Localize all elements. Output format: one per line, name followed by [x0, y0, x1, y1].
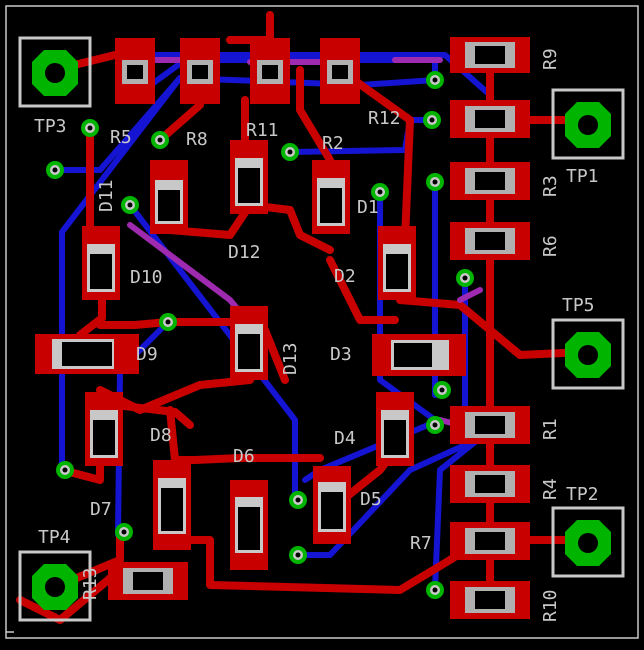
label-r6: R6 [540, 235, 561, 257]
label-r10: R10 [540, 589, 561, 622]
via [456, 269, 474, 287]
label-d13: D13 [280, 342, 301, 375]
label-tp4: TP4 [38, 527, 71, 548]
diode-d5 [313, 466, 351, 544]
via [121, 196, 139, 214]
label-r8: R8 [186, 129, 208, 150]
label-d6: D6 [233, 446, 255, 467]
test-point-tp1 [551, 88, 625, 160]
label-r5: R5 [110, 127, 132, 148]
diode-d13 [230, 306, 268, 380]
diode-d4 [376, 392, 414, 466]
test-points [18, 36, 625, 622]
resistor-r8 [180, 38, 220, 104]
label-r9: R9 [540, 48, 561, 70]
diode-d8 [85, 392, 123, 466]
via [289, 491, 307, 509]
silkscreen-labels: TP3 TP1 TP5 TP2 TP4 R5 R8 R11 R2 R12 R7 … [34, 48, 599, 622]
via [115, 523, 133, 541]
resistor-r13 [108, 562, 188, 600]
via [81, 119, 99, 137]
diode-d10 [82, 226, 120, 300]
label-d8: D8 [150, 425, 172, 446]
via [433, 381, 451, 399]
label-r2: R2 [322, 133, 344, 154]
diode-d7 [153, 460, 191, 550]
label-r13: R13 [80, 567, 101, 600]
test-point-tp3 [18, 36, 92, 108]
label-d12: D12 [228, 242, 261, 263]
test-point-tp2 [551, 506, 625, 578]
label-r12: R12 [368, 108, 401, 129]
label-tp1: TP1 [566, 166, 599, 187]
diode-d2 [378, 226, 416, 300]
via [46, 161, 64, 179]
resistor-r9 [450, 37, 530, 73]
resistor-r7 [450, 522, 530, 560]
resistor-r1 [450, 406, 530, 444]
diode-d3 [372, 334, 466, 376]
label-d3: D3 [330, 344, 352, 365]
label-tp2: TP2 [566, 484, 599, 505]
label-r4: R4 [540, 478, 561, 500]
via [281, 143, 299, 161]
resistor-r4 [450, 465, 530, 503]
label-d11: D11 [96, 179, 117, 212]
diode-d9 [35, 334, 139, 374]
label-r11: R11 [246, 120, 279, 141]
diode-d12 [230, 140, 268, 214]
via [426, 416, 444, 434]
test-point-tp5 [551, 318, 625, 390]
test-point-tp4 [18, 550, 92, 622]
label-tp3: TP3 [34, 116, 67, 137]
label-d9: D9 [136, 344, 158, 365]
diodes [35, 140, 466, 570]
label-r7: R7 [410, 533, 432, 554]
resistor-r2 [320, 38, 360, 104]
label-tp5: TP5 [562, 295, 595, 316]
diode-d11 [150, 160, 188, 234]
label-d1: D1 [357, 197, 379, 218]
label-d5: D5 [360, 489, 382, 510]
diode-d6 [230, 480, 268, 570]
via [159, 313, 177, 331]
via [426, 173, 444, 191]
resistor-r12 [450, 100, 530, 138]
resistor-r11 [250, 38, 290, 104]
board-outline [5, 5, 639, 639]
label-r3: R3 [540, 175, 561, 197]
via [151, 131, 169, 149]
via [426, 71, 444, 89]
label-d4: D4 [334, 428, 356, 449]
label-r1: R1 [540, 418, 561, 440]
diode-d1 [312, 160, 350, 234]
resistor-r3 [450, 162, 530, 200]
via [289, 546, 307, 564]
label-d10: D10 [130, 267, 163, 288]
via [426, 581, 444, 599]
resistor-r5 [115, 38, 155, 104]
resistor-r6 [450, 222, 530, 260]
via [56, 461, 74, 479]
resistor-column-right [450, 37, 530, 619]
label-d7: D7 [90, 499, 112, 520]
via [423, 111, 441, 129]
resistor-r10 [450, 581, 530, 619]
resistor-row-top [115, 38, 360, 104]
label-d2: D2 [334, 266, 356, 287]
